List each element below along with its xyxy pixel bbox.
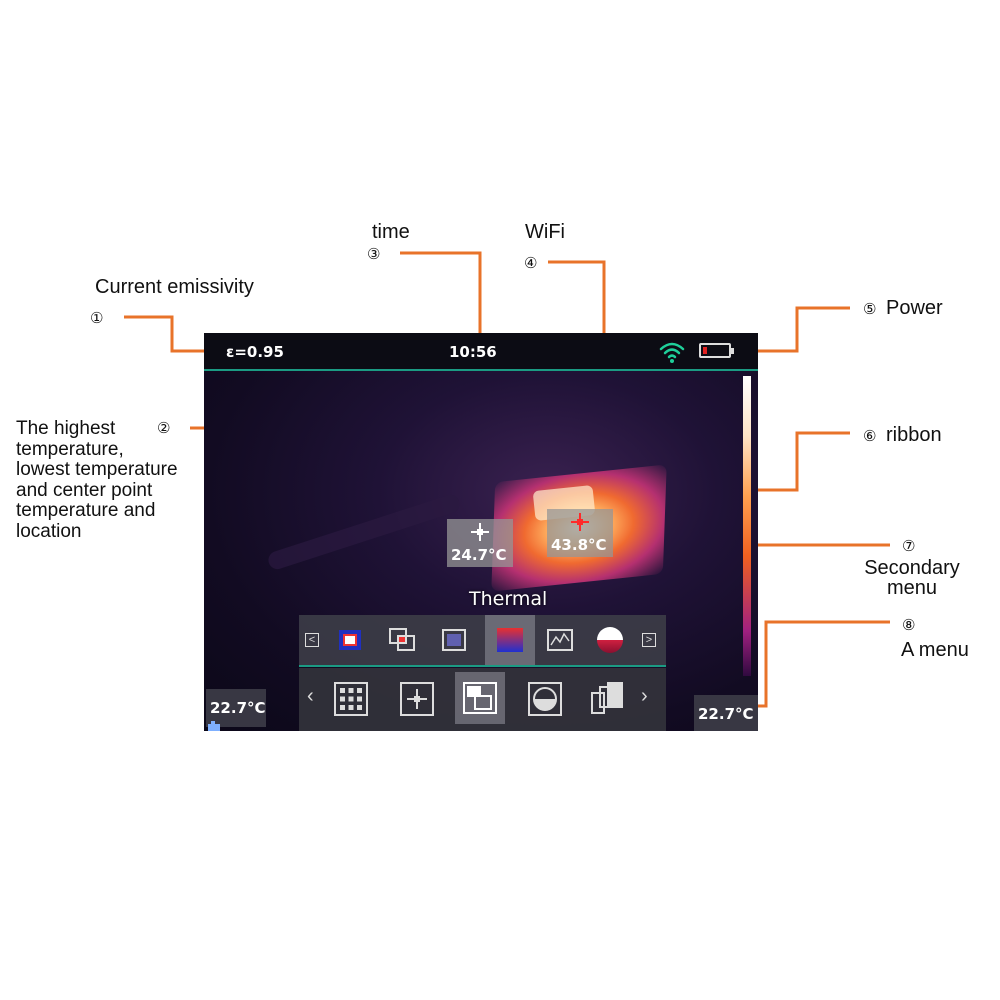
menu-divider <box>299 665 666 667</box>
callout-temperature-line: temperature, <box>16 438 124 460</box>
secondary-menu: < > <box>299 615 666 666</box>
callout-secondary-menu-label: Secondary menu <box>855 558 969 598</box>
callout-time-label: time <box>372 221 410 243</box>
secondary-menu-next-arrow-icon[interactable]: > <box>642 633 656 647</box>
primary-menu: ‹ › <box>299 668 666 731</box>
primary-menu-next-arrow-icon[interactable]: › <box>641 685 648 707</box>
callout-7-number: ⑦ <box>902 537 916 555</box>
corner-temp-left: 22.7°C <box>206 689 266 727</box>
callout-5-number: ⑤ <box>863 300 877 318</box>
scene-cable <box>266 492 462 572</box>
callout-wifi-label: WiFi <box>525 221 565 243</box>
line-graph-icon[interactable] <box>543 623 577 657</box>
callout-temperature-line: The highest <box>16 418 116 439</box>
overlay-icon[interactable] <box>455 672 505 724</box>
corner-temp-right: 22.7°C <box>694 695 758 731</box>
thermal-frame-icon[interactable] <box>333 623 367 657</box>
callout-current-emissivity-label: Current emissivity <box>95 276 254 298</box>
callout-temperature-line: lowest temperature <box>16 459 178 480</box>
palette-ball-icon[interactable] <box>593 623 627 657</box>
battery-icon <box>699 343 734 358</box>
mode-label: Thermal <box>469 588 548 610</box>
callout-temperature-line: temperature and <box>16 500 156 521</box>
status-bar-divider <box>204 369 758 371</box>
callout-power-label: Power <box>886 297 943 319</box>
crosshair-icon[interactable] <box>395 677 439 721</box>
callout-8-number: ⑧ <box>902 616 916 634</box>
crosshair-icon <box>471 523 489 541</box>
emissivity-value: ε=0.95 <box>226 343 284 361</box>
grid-icon[interactable] <box>329 677 373 721</box>
crosshair-icon <box>571 513 589 531</box>
callout-4-number: ④ <box>524 254 538 272</box>
half-circle-icon[interactable] <box>523 677 567 721</box>
callout-secondary-menu-line: Secondary <box>864 557 960 579</box>
lowest-temp-marker: 24.7°C <box>447 519 513 567</box>
scale-icon <box>208 721 220 731</box>
highest-temp-marker: 43.8°C <box>547 509 613 557</box>
color-ribbon <box>743 376 751 676</box>
callout-3-number: ③ <box>367 245 381 263</box>
primary-menu-prev-arrow-icon[interactable]: ‹ <box>307 685 314 707</box>
callout-temperature-label: The highest temperature, lowest temperat… <box>16 418 178 542</box>
callout-ribbon-label: ribbon <box>886 424 942 446</box>
status-bar: ε=0.95 10:56 <box>204 333 758 369</box>
corner-temp-right-value: 22.7°C <box>698 705 754 723</box>
corner-temp-left-value: 22.7°C <box>210 699 266 717</box>
highest-temp-value: 43.8°C <box>551 536 607 554</box>
battery-level <box>703 347 707 354</box>
callout-temperature-line: and center point <box>16 479 153 501</box>
full-thermal-icon[interactable] <box>485 615 535 666</box>
time-display: 10:56 <box>449 343 497 361</box>
blend-icon[interactable] <box>585 677 629 721</box>
thermal-camera-screen: ε=0.95 10:56 24.7°C 43.8°C Thermal <box>204 333 758 731</box>
wifi-icon <box>659 342 685 363</box>
callout-secondary-menu-line: menu <box>886 577 938 599</box>
callout-1-number: ① <box>90 309 104 327</box>
secondary-menu-prev-arrow-icon[interactable]: < <box>305 633 319 647</box>
callout-temperature-line: location <box>16 520 82 542</box>
square-frame-icon[interactable] <box>437 623 471 657</box>
picture-in-picture-icon[interactable] <box>385 623 419 657</box>
callout-2-number: ② <box>157 419 171 437</box>
callout-6-number: ⑥ <box>863 427 877 445</box>
lowest-temp-value: 24.7°C <box>451 546 507 564</box>
callout-a-menu-label: A menu <box>901 639 969 661</box>
